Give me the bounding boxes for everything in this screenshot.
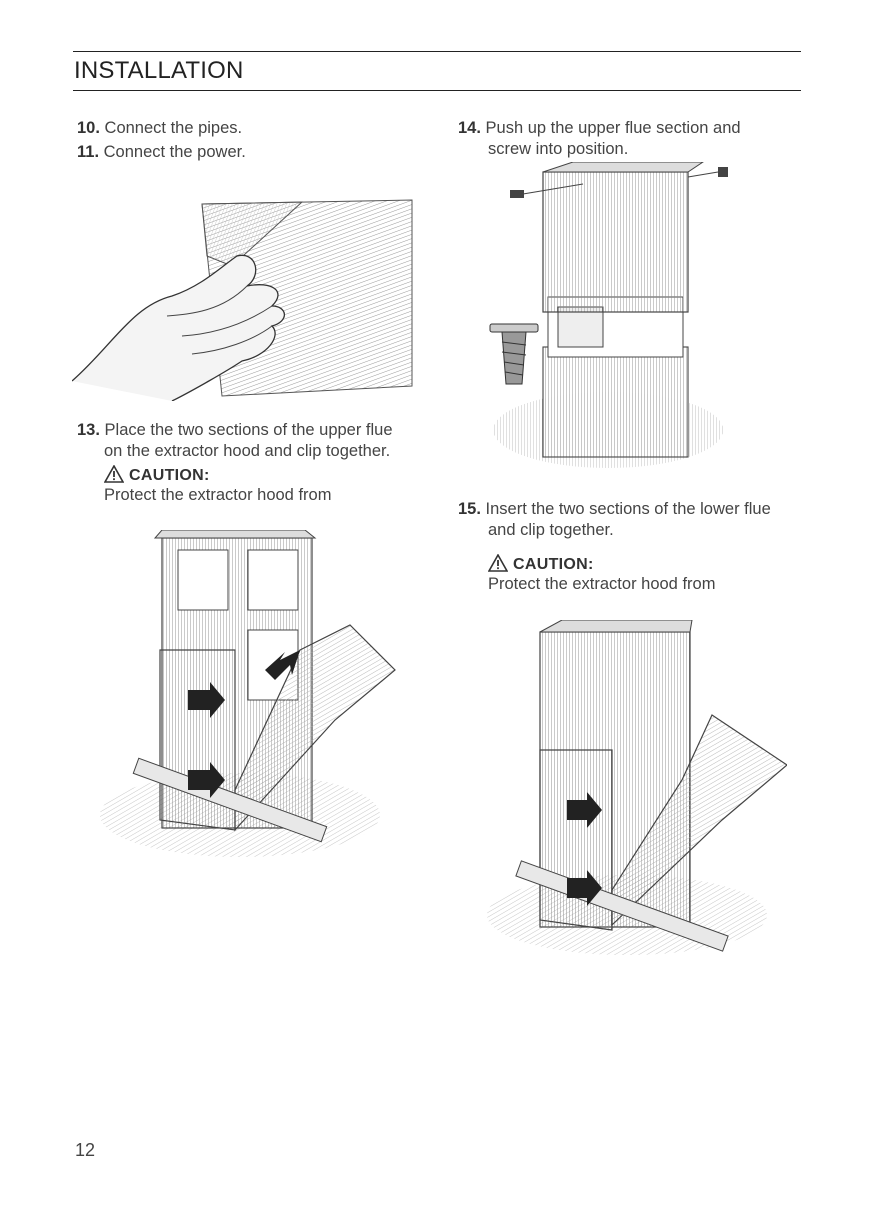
page-number: 12: [75, 1140, 96, 1160]
step-text-line2: on the extractor hood and clip together.: [104, 442, 391, 460]
step-text-line2: and clip together.: [488, 521, 614, 539]
step-number: 14.: [458, 119, 481, 137]
warning-icon: [103, 464, 125, 483]
step-11: 11. Connect the power.: [77, 142, 246, 163]
step-text-line1: Push up the upper flue section and: [485, 119, 741, 137]
caution-heading-right: CAUTION:: [487, 553, 594, 574]
warning-icon: [487, 553, 509, 572]
step-13: 13. Place the two sections of the upper …: [77, 420, 393, 462]
step-text-line1: Insert the two sections of the lower flu…: [485, 500, 771, 518]
caution-label: CAUTION:: [129, 467, 210, 484]
peel-film-illustration: [72, 199, 413, 401]
caution-text-left: Protect the extractor hood from: [104, 486, 332, 504]
step-text: Connect the power.: [103, 143, 246, 161]
step-number: 11.: [77, 143, 100, 161]
lower-flue-illustration: [487, 620, 787, 955]
caution-text-right: Protect the extractor hood from: [488, 575, 716, 593]
step-number: 15.: [458, 500, 481, 518]
caution-heading-left: CAUTION:: [103, 464, 210, 485]
step-text-line2: screw into position.: [488, 140, 629, 158]
step-15: 15. Insert the two sections of the lower…: [458, 499, 771, 541]
step-10: 10. Connect the pipes.: [77, 118, 242, 139]
page-title: INSTALLATION: [74, 57, 244, 84]
step-number: 10.: [77, 119, 100, 137]
push-up-flue-illustration: [489, 162, 728, 468]
top-rule: [73, 51, 801, 52]
step-text-line1: Place the two sections of the upper flue: [104, 421, 393, 439]
step-number: 13.: [77, 421, 100, 439]
step-14: 14. Push up the upper flue section and s…: [458, 118, 741, 160]
upper-flue-illustration: [100, 530, 396, 857]
step-text: Connect the pipes.: [104, 119, 243, 137]
header-rule: [73, 90, 801, 91]
caution-label: CAUTION:: [513, 556, 594, 573]
